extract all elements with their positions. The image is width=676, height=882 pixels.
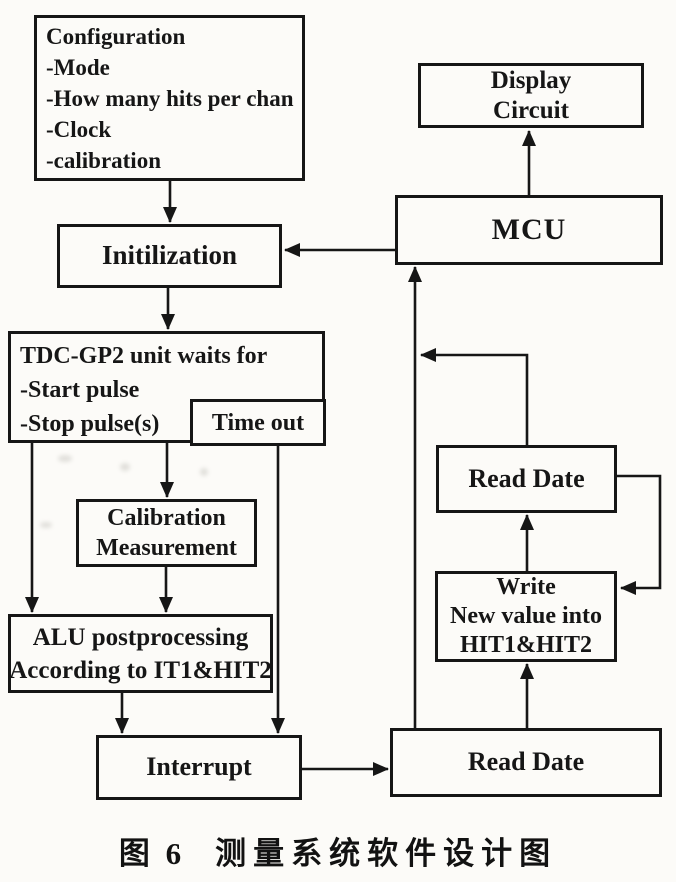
node-mcu: MCU — [395, 195, 663, 265]
node-configuration-line: -Clock — [46, 116, 112, 142]
node-alu-line: ALU postprocessing — [32, 623, 249, 651]
node-read-date-bottom-label: Read Date — [467, 747, 585, 777]
node-display-circuit: Display Circuit — [418, 63, 644, 128]
node-write-line: New value into — [450, 603, 602, 629]
node-configuration-line: Configuration — [46, 23, 186, 49]
node-configuration: Configuration -Mode -How many hits per c… — [34, 15, 305, 181]
node-configuration-line: -calibration — [46, 147, 161, 173]
scan-speckle — [120, 463, 130, 471]
edge-read-date-top-to-mcu-line — [420, 348, 529, 445]
node-alu-postprocessing: ALU postprocessing According to IT1&HIT2 — [8, 614, 273, 693]
node-display-line: Display — [490, 66, 572, 94]
node-tdc-line: -Stop pulse(s) — [20, 411, 160, 437]
figure-caption: 图 6 测量系统软件设计图 — [0, 828, 676, 873]
node-tdc-gp2-wait: TDC-GP2 unit waits for -Start pulse -Sto… — [8, 331, 325, 443]
figure-title: 测量系统软件设计图 — [215, 836, 558, 871]
node-write-new-value: Write New value into HIT1&HIT2 — [435, 571, 617, 662]
node-write-line: HIT1&HIT2 — [459, 632, 593, 658]
node-configuration-line: -Mode — [46, 54, 110, 80]
node-read-date-top-label: Read Date — [468, 463, 585, 493]
node-tdc-line: TDC-GP2 unit waits for — [20, 343, 268, 369]
scan-speckle — [40, 522, 52, 528]
scan-speckle — [58, 455, 72, 462]
node-mcu-label: MCU — [491, 213, 567, 247]
node-interrupt-label: Interrupt — [146, 752, 252, 782]
node-alu-line: According to IT1&HIT2 — [9, 656, 272, 684]
node-configuration-line: -How many hits per chan — [46, 85, 294, 111]
node-initialization-label: Initilization — [101, 240, 237, 271]
scan-speckle — [200, 468, 208, 476]
node-tdc-line: -Start pulse — [20, 377, 140, 403]
node-calibration-line: Calibration — [107, 505, 226, 531]
node-initialization: Initilization — [57, 224, 282, 288]
node-calibration-line: Measurement — [96, 535, 237, 561]
figure-number: 图 6 — [118, 836, 186, 871]
node-display-line: Circuit — [493, 96, 569, 124]
node-interrupt: Interrupt — [96, 735, 302, 800]
node-write-line: Write — [496, 574, 556, 600]
edge-read-date-top-loop-to-write — [617, 474, 662, 595]
node-time-out-label: Time out — [211, 409, 305, 436]
node-read-date-top: Read Date — [436, 445, 617, 513]
node-time-out: Time out — [190, 399, 326, 446]
node-calibration-measurement: Calibration Measurement — [76, 499, 257, 567]
node-read-date-bottom: Read Date — [390, 728, 662, 797]
